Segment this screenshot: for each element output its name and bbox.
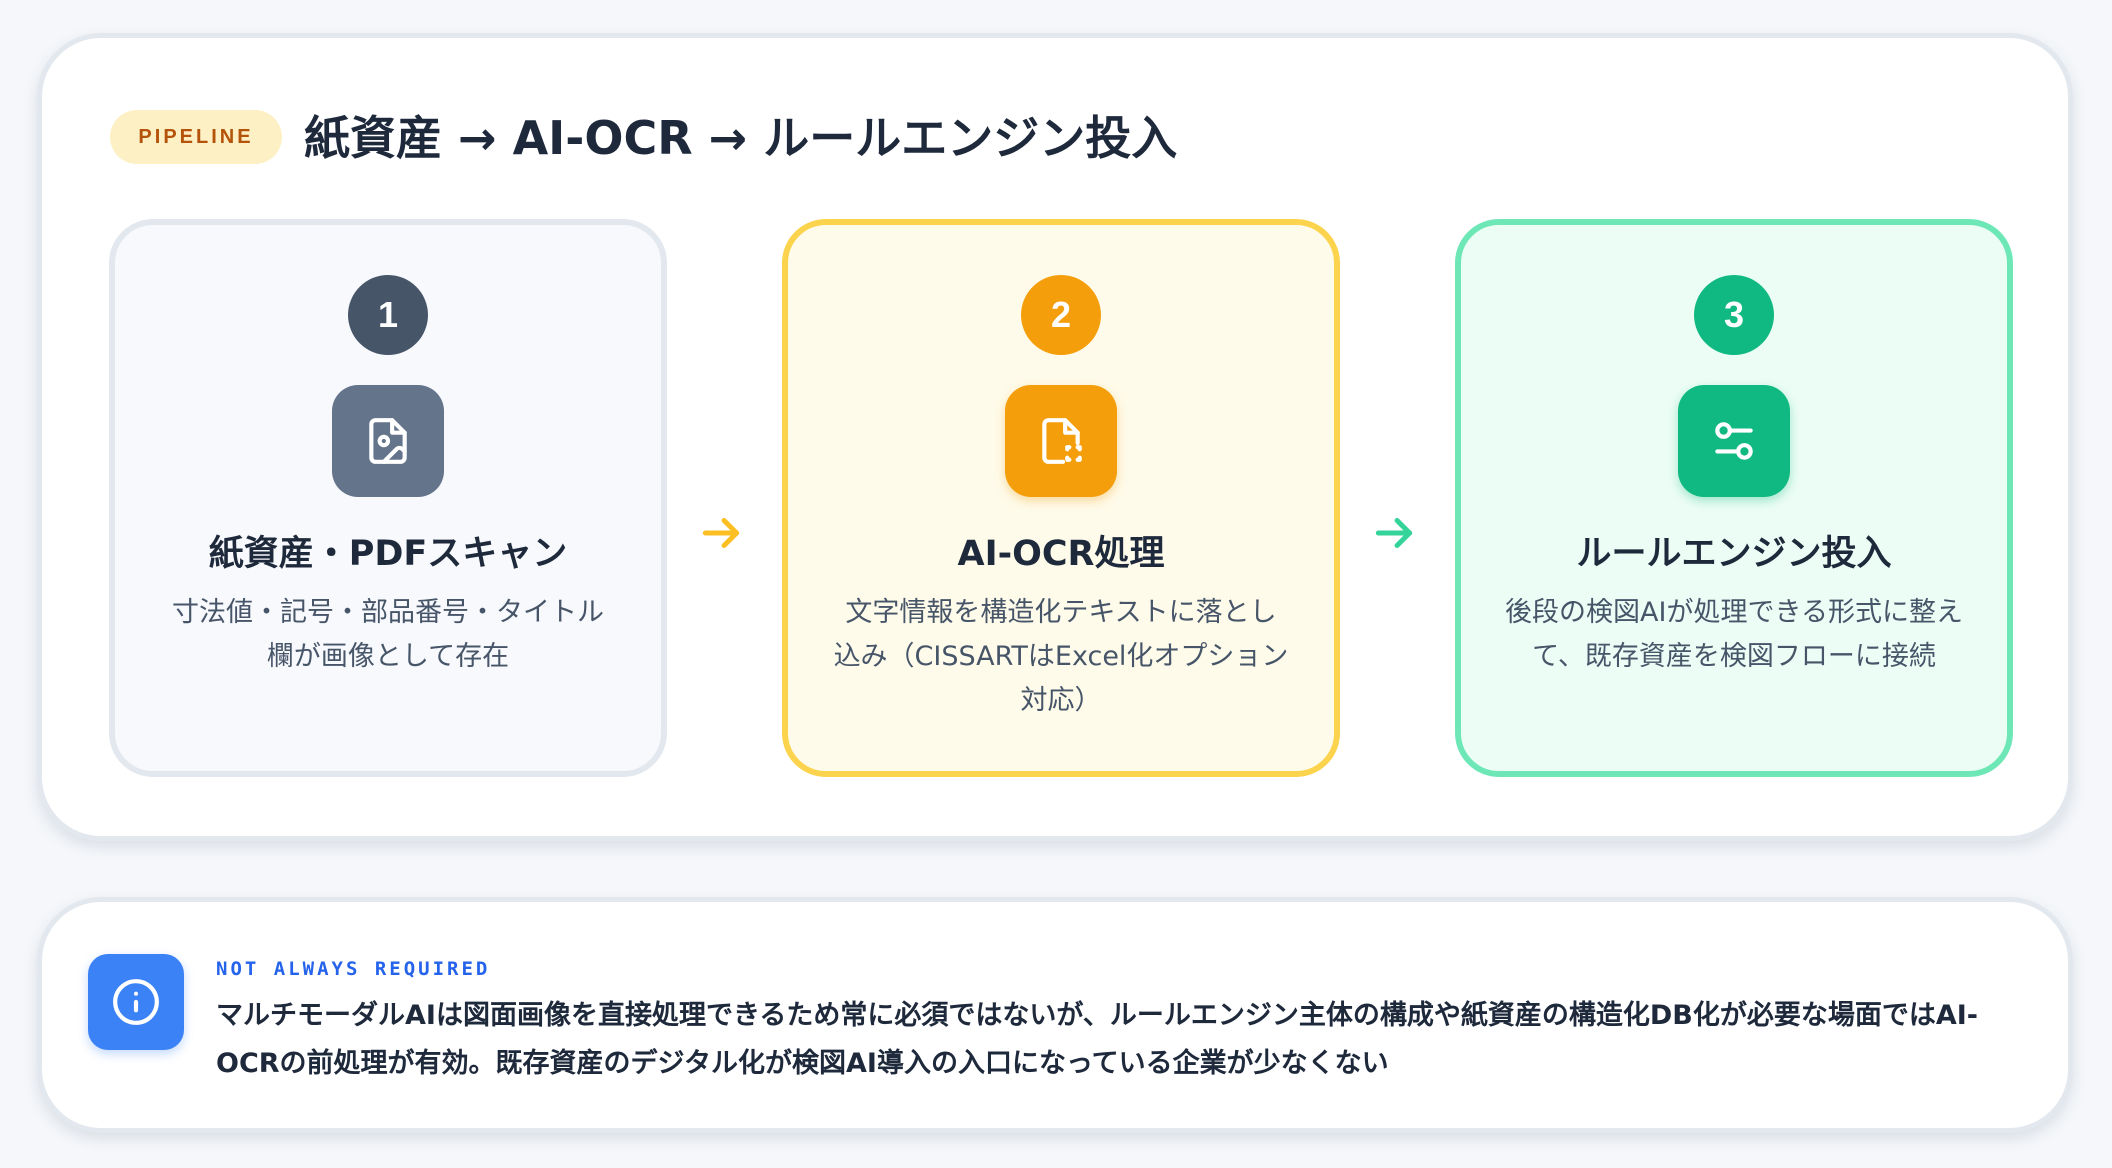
step-title: ルールエンジン投入 (1576, 534, 1892, 574)
step-card-scan: 1 紙資産・PDFスキャン 寸法値・記号・部品番号・タイトル欄が画像として存在 (109, 219, 667, 777)
note-label: NOT ALWAYS REQUIRED (216, 958, 491, 980)
file-image-icon (332, 385, 444, 497)
pipeline-title: 紙資産 → AI-OCR → ルールエンジン投入 (304, 111, 1178, 165)
step-number-badge: 3 (1694, 275, 1774, 355)
step-number-badge: 2 (1021, 275, 1101, 355)
step-title: 紙資産・PDFスキャン (208, 534, 568, 574)
pipeline-badge: PIPELINE (110, 110, 282, 164)
info-icon (88, 954, 184, 1050)
step-description: 後段の検図AIが処理できる形式に整えて、既存資産を検図フローに接続 (1505, 597, 1963, 672)
step-card-ocr: 2 AI-OCR処理 文字情報を構造化テキストに落とし込み（CISSARTはEx… (782, 219, 1340, 777)
step-description: 寸法値・記号・部品番号・タイトル欄が画像として存在 (172, 597, 604, 672)
note-panel: NOT ALWAYS REQUIRED マルチモーダルAIは図面画像を直接処理で… (37, 897, 2073, 1133)
note-text: マルチモーダルAIは図面画像を直接処理できるため常に必須ではないが、ルールエンジ… (216, 1000, 1978, 1079)
arrow-right-icon (702, 518, 740, 548)
step-description: 文字情報を構造化テキストに落とし込み（CISSARTはExcel化オプション対応… (833, 597, 1289, 716)
step-title: AI-OCR処理 (957, 534, 1165, 574)
arrow-right-icon (1375, 518, 1413, 548)
sliders-toggle-icon (1678, 385, 1790, 497)
pipeline-panel: PIPELINE 紙資産 → AI-OCR → ルールエンジン投入 1 紙資産・… (37, 33, 2073, 841)
file-scan-icon (1005, 385, 1117, 497)
step-number-badge: 1 (348, 275, 428, 355)
step-card-rule-engine: 3 ルールエンジン投入 後段の検図AIが処理できる形式に整えて、既存資産を検図フ… (1455, 219, 2013, 777)
